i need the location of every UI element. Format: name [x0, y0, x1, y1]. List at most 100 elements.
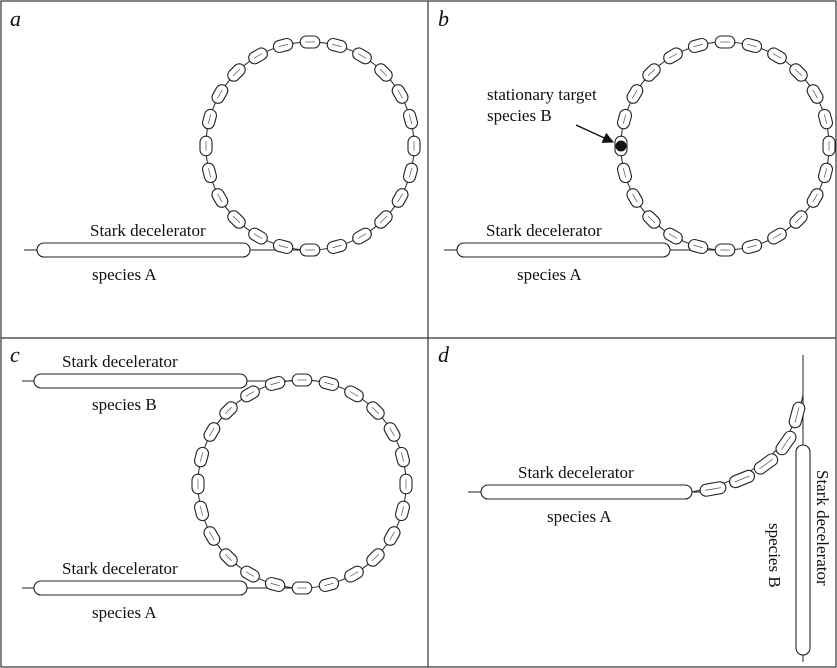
panel-b-ring-segment-inner: [823, 168, 828, 178]
panel-c-ring-segment-inner: [209, 427, 215, 437]
panel-c-ring-segment-inner: [389, 427, 395, 437]
panel-c-ring-segment-inner: [400, 452, 405, 462]
panel-c-ring-segment-inner: [199, 506, 204, 516]
panel-b-ring-segment-inner: [812, 89, 818, 99]
panel-b-storage-ring: [614, 35, 836, 257]
panel-b-stationary-target-dot: [615, 140, 627, 152]
panel-c-ring-segment-inner: [199, 452, 204, 462]
panel-a-decelerator-label: Stark decelerator: [90, 221, 206, 240]
panel-b-ring-segment-inner: [668, 233, 678, 239]
panel-c-ring-segment-inner: [371, 406, 380, 415]
panel-d-vertical-species-label: species B: [765, 523, 784, 588]
panel-c-top-decelerator-label: Stark decelerator: [62, 352, 178, 371]
panel-b-ring-segment-inner: [647, 215, 656, 224]
panel-a-ring-segment-inner: [357, 233, 367, 239]
panel-a-species-label: species A: [92, 265, 157, 284]
panel-a-ring-segment-inner: [332, 244, 342, 249]
panel-c-ring-segment-inner: [389, 531, 395, 541]
panel-c-ring-segment-inner: [224, 406, 233, 415]
panel-d-bend-segment-inner: [794, 407, 800, 423]
panel-a-ring-segment-inner: [332, 43, 342, 48]
panel-a-stark-decelerator: [36, 242, 251, 258]
panel-d-vertical-stark-decelerator: [795, 444, 811, 656]
panel-c-letter: c: [10, 342, 20, 367]
panel-a-ring-segment-inner: [379, 68, 388, 77]
panel-c-bottom-stark-decelerator: [33, 580, 248, 596]
panel-b-target-label-line2: species B: [487, 106, 552, 125]
panel-c-ring-segment-inner: [224, 553, 233, 562]
panel-b-ring-segment-inner: [622, 168, 627, 178]
panel-b-ring-segment-inner: [823, 114, 828, 124]
panel-c-ring-segment-inner: [349, 571, 359, 577]
panel-d-vertical-decelerator-label: Stark decelerator: [813, 470, 832, 586]
panel-c-storage-ring: [191, 373, 413, 595]
panel-c-ring-segment-inner: [270, 381, 280, 386]
panel-a-ring-segment-inner: [397, 193, 403, 203]
panel-a-ring-segment-inner: [397, 89, 403, 99]
panel-b-ring-segment-inner: [794, 68, 803, 77]
panel-d-bend-segment-inner: [734, 475, 750, 483]
panel-c: c Stark decelerator species B Stark dece…: [10, 342, 413, 622]
panel-b-ring-segment-inner: [693, 244, 703, 249]
panel-b-ring-segment-inner: [747, 244, 757, 249]
panel-a-ring-segment-inner: [217, 89, 223, 99]
panel-d-species-label: species A: [547, 507, 612, 526]
panel-c-ring-segment-inner: [324, 381, 334, 386]
panel-b-ring-segment-inner: [772, 53, 782, 59]
panel-b-ring-segment-inner: [622, 114, 627, 124]
panel-c-ring-segment-inner: [209, 531, 215, 541]
panel-a-ring-segment-inner: [408, 168, 413, 178]
panel-a-ring-segment-inner: [357, 53, 367, 59]
panel-a-ring-segment-inner: [278, 244, 288, 249]
panel-b-ring-segment-inner: [794, 215, 803, 224]
panel-b-target-arrow: [575, 124, 615, 143]
panel-b-letter: b: [438, 6, 449, 31]
panel-d-letter: d: [438, 342, 450, 367]
panel-a-ring-segment-inner: [253, 53, 263, 59]
panel-b-stark-decelerator: [456, 242, 671, 258]
panel-d-stark-decelerator: [480, 484, 693, 500]
panel-a-ring-segment-inner: [253, 233, 263, 239]
panel-a-letter: a: [10, 6, 21, 31]
panel-b-ring-segment-inner: [772, 233, 782, 239]
panel-a-ring-segment-inner: [232, 215, 241, 224]
panel-d-bend-segment-inner: [781, 436, 791, 450]
panel-c-ring-segment-inner: [245, 391, 255, 397]
panel-b-ring-segment-inner: [747, 43, 757, 48]
panel-a-ring-segment-inner: [232, 68, 241, 77]
panel-a-ring-segment-inner: [207, 168, 212, 178]
panel-c-ring-segment-inner: [371, 553, 380, 562]
panel-b-ring-segment-inner: [647, 68, 656, 77]
panel-b-species-label: species A: [517, 265, 582, 284]
panel-b-ring-segment-inner: [812, 193, 818, 203]
panel-a-ring-segment-inner: [379, 215, 388, 224]
panel-a-ring-segment-inner: [408, 114, 413, 124]
panel-c-ring-segment-inner: [245, 571, 255, 577]
panel-d-bend-segment-inner: [705, 487, 721, 491]
panel-d: d Stark decelerator species A Stark dece…: [438, 342, 832, 662]
panel-a-ring-segment-inner: [207, 114, 212, 124]
panel-b-ring-segment-inner: [632, 193, 638, 203]
panel-d-bend-segments: [699, 401, 806, 497]
panel-b-ring-segment-inner: [668, 53, 678, 59]
panel-b-ring-segment-inner: [693, 43, 703, 48]
panel-d-bend-segment-inner: [759, 459, 773, 469]
panel-c-ring-segment-inner: [270, 582, 280, 587]
panel-a-ring-segment-inner: [278, 43, 288, 48]
panel-c-ring-segment-inner: [349, 391, 359, 397]
panel-a: a Stark decelerator species A: [10, 6, 421, 284]
panel-b-target-label-line1: stationary target: [487, 85, 597, 104]
panel-b: b Stark decelerator species A stationary…: [438, 6, 836, 284]
panel-c-bottom-species-label: species A: [92, 603, 157, 622]
panel-c-top-stark-decelerator: [33, 373, 248, 389]
panel-a-storage-ring: [199, 35, 421, 257]
panel-b-decelerator-label: Stark decelerator: [486, 221, 602, 240]
panel-c-top-species-label: species B: [92, 395, 157, 414]
panel-c-bottom-decelerator-label: Stark decelerator: [62, 559, 178, 578]
panel-b-ring-segment-inner: [632, 89, 638, 99]
panel-c-ring-segment-inner: [400, 506, 405, 516]
panel-d-decelerator-label: Stark decelerator: [518, 463, 634, 482]
panel-c-ring-segment-inner: [324, 582, 334, 587]
